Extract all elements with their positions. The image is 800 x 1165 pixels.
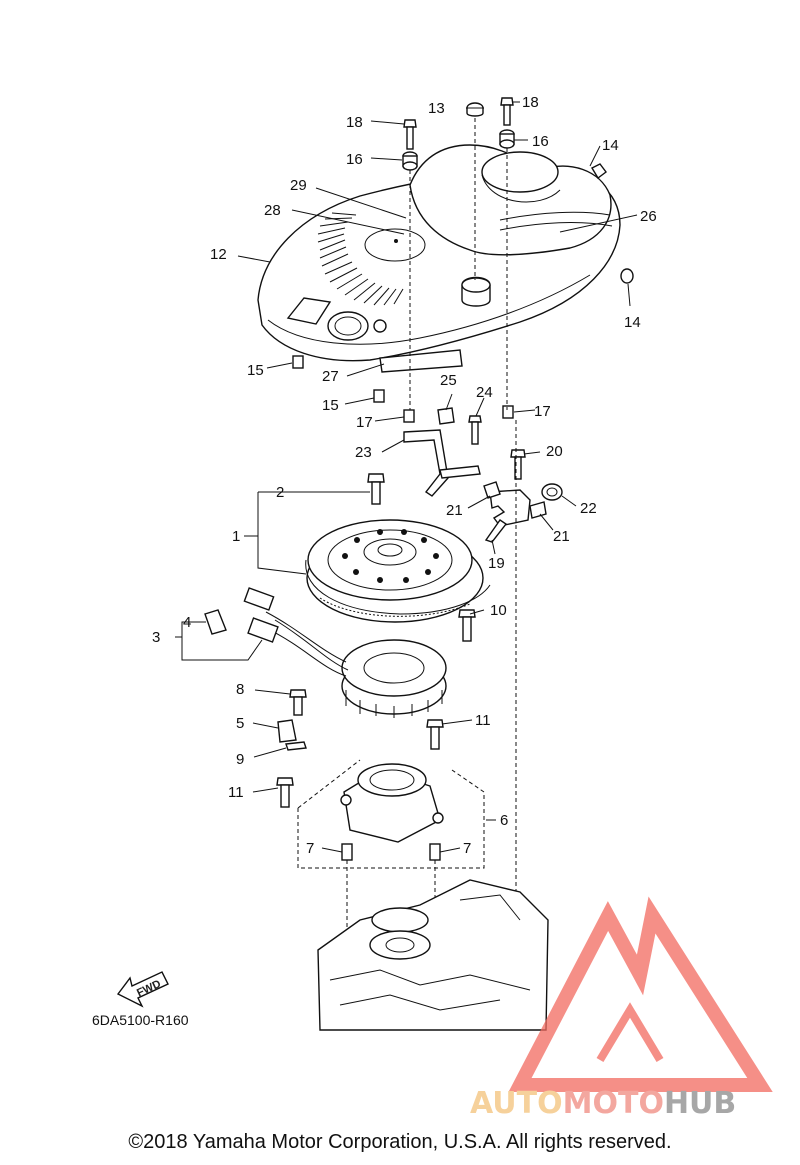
bracket-19 [484, 489, 531, 543]
fwd-label: FWD [135, 978, 163, 999]
callout-9: 9 [236, 751, 244, 768]
callout-27: 27 [322, 368, 339, 385]
bolt-20 [510, 449, 526, 480]
rubber-mount-14-right [620, 268, 634, 284]
callout-11-left: 11 [228, 784, 244, 801]
callout-29: 29 [290, 177, 307, 194]
callout-21-right: 21 [553, 528, 570, 545]
connector-upper [243, 587, 275, 611]
damper-15-center [373, 389, 385, 403]
callout-7-left: 7 [306, 840, 314, 857]
callout-labels: 1 2 3 4 5 6 7 7 8 9 10 11 11 12 13 14 14… [152, 94, 657, 857]
callout-19: 19 [488, 555, 505, 572]
grommet-16-left [402, 151, 418, 171]
collar-17-right [502, 405, 514, 419]
copyright-notice: ©2018 Yamaha Motor Corporation, U.S.A. A… [128, 1131, 672, 1153]
connector-lower [247, 617, 279, 643]
callout-28: 28 [264, 202, 281, 219]
bolt-18-right [500, 97, 514, 126]
callout-3: 3 [152, 629, 160, 646]
callout-2: 2 [276, 484, 284, 501]
fwd-arrow-icon: FWD [116, 971, 169, 1008]
callout-24: 24 [476, 384, 493, 401]
callout-20: 20 [546, 443, 563, 460]
clamp-21-left [483, 481, 501, 499]
callout-17-right: 17 [534, 403, 551, 420]
callout-14-right: 14 [624, 314, 641, 331]
clamp-22 [541, 483, 563, 501]
bolt-2 [367, 473, 385, 505]
bolt-8 [289, 689, 307, 716]
callout-11-right: 11 [475, 712, 491, 729]
collar-17-left [403, 409, 415, 423]
callout-22: 22 [580, 500, 597, 517]
sensor-5 [277, 719, 297, 743]
callout-10: 10 [490, 602, 507, 619]
callout-12: 12 [210, 246, 227, 263]
callout-18-right: 18 [522, 94, 539, 111]
callout-7-right: 7 [463, 840, 471, 857]
callout-15-center: 15 [322, 397, 339, 414]
callout-17-left: 17 [356, 414, 373, 431]
callout-1: 1 [232, 528, 240, 545]
washer-9 [285, 741, 307, 751]
clip-25 [437, 407, 455, 425]
stator-base [340, 763, 444, 843]
bolt-11-left [276, 777, 294, 808]
bolt-11-right [426, 719, 444, 750]
rubber-mount-14-top [591, 163, 607, 180]
watermark-logo: AUTOMOTOHUB [470, 896, 773, 1121]
bolt-24 [468, 415, 482, 445]
flywheel [305, 519, 491, 623]
damper-15-left [292, 355, 304, 369]
callout-4: 4 [183, 614, 191, 631]
callout-16-left: 16 [346, 151, 363, 168]
bracket-23 [403, 429, 481, 497]
dowel-7-right [429, 843, 441, 861]
grommet-16-right [499, 129, 515, 149]
dowel-7-left [341, 843, 353, 861]
callout-6: 6 [500, 812, 508, 829]
bolt-18-left [403, 119, 417, 150]
callout-25: 25 [440, 372, 457, 389]
callout-15-left: 15 [247, 362, 264, 379]
callout-26: 26 [640, 208, 657, 225]
callout-18-left: 18 [346, 114, 363, 131]
wire-clamp-4 [204, 609, 227, 635]
stator-lead-wires [265, 611, 349, 677]
callout-5: 5 [236, 715, 244, 732]
clamp-21-right [529, 501, 547, 519]
callout-16-right: 16 [532, 133, 549, 150]
callout-8: 8 [236, 681, 244, 698]
diagram-code: 6DA5100-R160 [92, 1012, 189, 1028]
engine-block [317, 879, 549, 1031]
stator [341, 639, 447, 718]
svg-text:AUTOMOTOHUB: AUTOMOTOHUB [470, 1086, 736, 1121]
callout-14-top: 14 [602, 137, 619, 154]
callout-13: 13 [428, 100, 445, 117]
cover-grommet-13 [466, 102, 484, 117]
callout-23: 23 [355, 444, 372, 461]
flywheel-cover [257, 144, 621, 373]
callout-21-left: 21 [446, 502, 463, 519]
bolt-10 [458, 609, 476, 642]
